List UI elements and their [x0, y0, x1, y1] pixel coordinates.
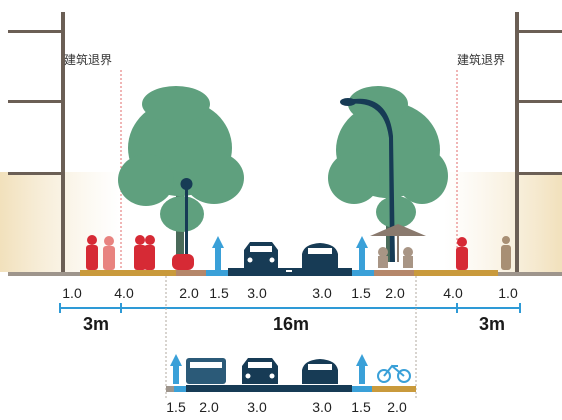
car-icon — [244, 242, 278, 270]
cyclist-icon — [212, 236, 224, 270]
left-facade-shade — [0, 172, 120, 272]
tree-icon — [328, 86, 448, 262]
width-label: 4.0 — [114, 285, 134, 301]
width-label: 2.0 — [385, 285, 405, 301]
cyclist-icon — [356, 354, 368, 384]
width-label: 1.5 — [209, 285, 229, 301]
van-icon — [302, 359, 338, 384]
width-label: 1.5 — [166, 399, 186, 415]
cyclist-icon — [170, 354, 182, 384]
tree-icon — [118, 86, 244, 262]
pedestrian-icon — [134, 235, 155, 270]
building-left-icon — [8, 12, 65, 272]
span-label-left: 3m — [83, 314, 109, 334]
width-label: 2.0 — [179, 285, 199, 301]
street-surface-top — [8, 268, 562, 276]
van-icon — [302, 243, 338, 270]
bus-icon — [186, 358, 226, 384]
width-label: 1.0 — [62, 285, 82, 301]
span-label-center: 16m — [273, 314, 309, 334]
pedestrian-icon — [103, 236, 115, 270]
span-label-right: 3m — [479, 314, 505, 334]
width-label: 1.5 — [351, 285, 371, 301]
width-label: 3.0 — [247, 399, 267, 415]
pedestrian-icon — [501, 236, 511, 270]
pedestrian-icon — [86, 235, 98, 270]
width-label: 3.0 — [312, 399, 332, 415]
width-label: 3.0 — [312, 285, 332, 301]
pedestrian-icon — [172, 254, 194, 270]
building-right-icon — [515, 12, 562, 272]
street-lamp-icon — [180, 178, 193, 268]
width-label: 4.0 — [443, 285, 463, 301]
width-label: 2.0 — [199, 399, 219, 415]
setback-label-left: 建筑退界 — [64, 52, 112, 67]
umbrella-icon — [370, 224, 426, 268]
car-icon — [242, 358, 278, 384]
width-label: 2.0 — [387, 399, 407, 415]
width-label: 3.0 — [247, 285, 267, 301]
width-label: 1.5 — [351, 399, 371, 415]
street-surface-bottom — [166, 385, 416, 392]
bicycle-icon — [377, 364, 411, 383]
setback-label-right: 建筑退界 — [457, 52, 505, 67]
street-lamp-icon — [340, 98, 395, 263]
dimension-line — [59, 303, 521, 313]
width-label: 1.0 — [498, 285, 518, 301]
pedestrian-icon — [456, 237, 468, 270]
cyclist-icon — [356, 236, 368, 270]
